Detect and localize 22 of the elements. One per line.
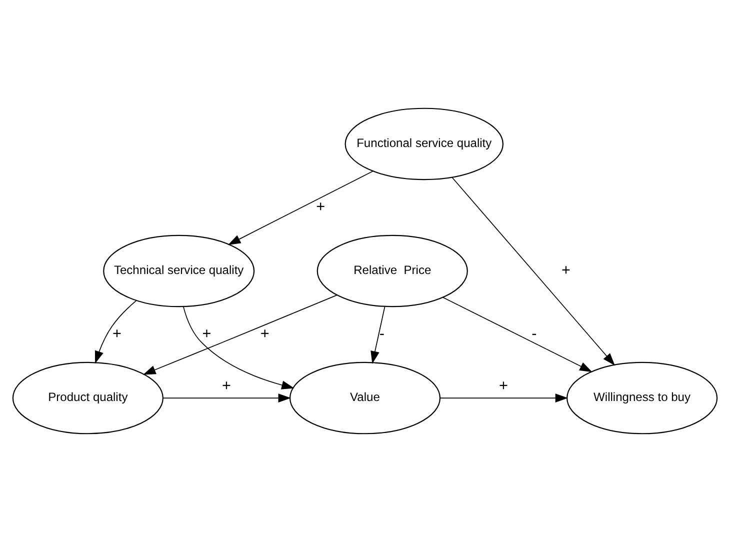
edge-label: + — [316, 198, 326, 216]
edge-label: + — [222, 378, 231, 395]
arrow — [442, 296, 592, 372]
node-ellipse: Product quality — [12, 362, 164, 434]
edge-label: + — [260, 326, 270, 343]
node-ellipse: Functional service quality — [344, 108, 504, 180]
node-ellipse: Value — [289, 362, 441, 434]
edge-label: + — [202, 326, 212, 343]
arrow — [162, 394, 291, 402]
edge-label: + — [499, 378, 508, 395]
arrow — [94, 300, 137, 364]
node-ellipse: Relative Price — [316, 234, 468, 308]
edge-label: + — [561, 262, 570, 280]
arrow — [228, 170, 374, 245]
edge-label: - — [379, 326, 385, 343]
arrow — [142, 294, 338, 375]
arrow — [452, 177, 615, 366]
edge-label: + — [112, 326, 122, 343]
edge-label: - — [532, 326, 537, 343]
arrow — [370, 306, 386, 364]
arrow — [440, 394, 568, 402]
arrow — [183, 306, 294, 390]
